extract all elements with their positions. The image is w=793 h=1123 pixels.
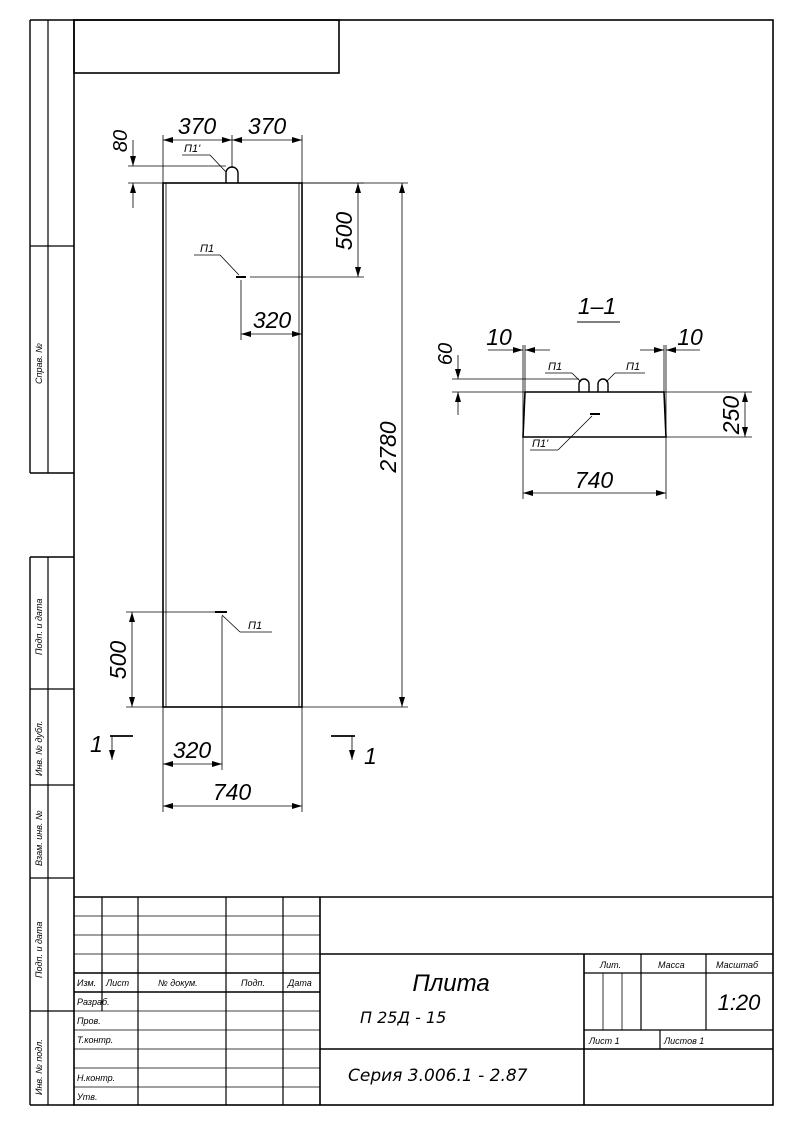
- top-left-stamp-box: [73, 19, 340, 74]
- dim-10-left: 10: [486, 324, 512, 350]
- stamp-podp-data-2: Подп. и дата: [34, 922, 44, 978]
- stamp-podp-data-1: Подп. и дата: [34, 599, 44, 655]
- dim-500-top: 500: [331, 212, 357, 251]
- dim-320-bottom: 320: [173, 737, 212, 763]
- section-cut-right: 1: [331, 735, 377, 769]
- lit-label: Лит.: [599, 960, 621, 970]
- col-dokum: № докум.: [158, 978, 198, 988]
- row-nkontr: Н.контр.: [77, 1073, 115, 1083]
- loop-label-mid: П1: [200, 243, 214, 255]
- document-name: Плита: [412, 970, 489, 997]
- scale-value: 1:20: [718, 990, 762, 1015]
- massa-label: Масса: [658, 960, 685, 970]
- section-loop-label-right: П1: [626, 361, 640, 373]
- document-code: П 25Д - 15: [360, 1008, 446, 1027]
- loop-label-bottom: П1: [248, 620, 262, 632]
- lifting-loop-top: [225, 166, 239, 183]
- side-stamp-labels: Справ. № Подп. и дата Инв. № дубл. Взам.…: [34, 343, 44, 1095]
- stamp-sprav: Справ. №: [34, 343, 44, 384]
- series-number: Серия 3.006.1 - 2.87: [348, 1066, 528, 1086]
- sheet-frame: [29, 19, 774, 1106]
- col-data: Дата: [287, 978, 312, 988]
- lifting-loop-right: [597, 378, 609, 392]
- dim-500-bottom: 500: [105, 641, 131, 680]
- cut-label-right: 1: [364, 743, 377, 769]
- col-list: Лист: [105, 978, 130, 988]
- sheet-count: Листов 1: [663, 1036, 704, 1046]
- section-cut-left: 1: [90, 731, 133, 760]
- dim-740-plan: 740: [213, 779, 252, 805]
- dim-320-top: 320: [253, 307, 292, 333]
- section-view: 1–1 10 10 60 250 П1 П1: [435, 293, 752, 499]
- lifting-loop-left: [578, 378, 590, 392]
- row-utv: Утв.: [76, 1092, 97, 1102]
- plan-view: 370 370 80 П1' П1 500 320 2780: [90, 113, 408, 812]
- dim-740-section: 740: [575, 467, 614, 493]
- cut-label-left: 1: [90, 731, 103, 757]
- dim-250: 250: [718, 396, 744, 436]
- stamp-vzam-inv: Взам. инв. №: [34, 810, 44, 866]
- stamp-inv-dubl: Инв. № дубл.: [34, 721, 44, 776]
- section-title: 1–1: [578, 293, 616, 319]
- dim-60: 60: [435, 343, 457, 365]
- sheet-number: Лист 1: [588, 1036, 620, 1046]
- dim-10-right: 10: [677, 324, 703, 350]
- dim-370-left: 370: [178, 113, 217, 139]
- title-block: Изм. Лист № докум. Подп. Дата Разраб. Пр…: [74, 896, 773, 1105]
- dim-80: 80: [110, 130, 132, 152]
- row-razrab: Разраб.: [77, 997, 110, 1007]
- col-podp: Подп.: [241, 978, 265, 988]
- dim-370-right: 370: [248, 113, 287, 139]
- slab-plan-outline: [162, 182, 303, 708]
- row-tkontr: Т.контр.: [77, 1035, 113, 1045]
- row-prov: Пров.: [77, 1016, 101, 1026]
- dim-2780: 2780: [375, 421, 401, 473]
- section-loop-label-bottom: П1': [532, 438, 549, 450]
- section-loop-label-left: П1: [548, 361, 562, 373]
- col-izm: Изм.: [77, 978, 96, 988]
- stamp-inv-podl: Инв. № подл.: [34, 1039, 44, 1095]
- loop-label-top: П1': [184, 143, 201, 155]
- masshtab-label: Масштаб: [716, 960, 759, 970]
